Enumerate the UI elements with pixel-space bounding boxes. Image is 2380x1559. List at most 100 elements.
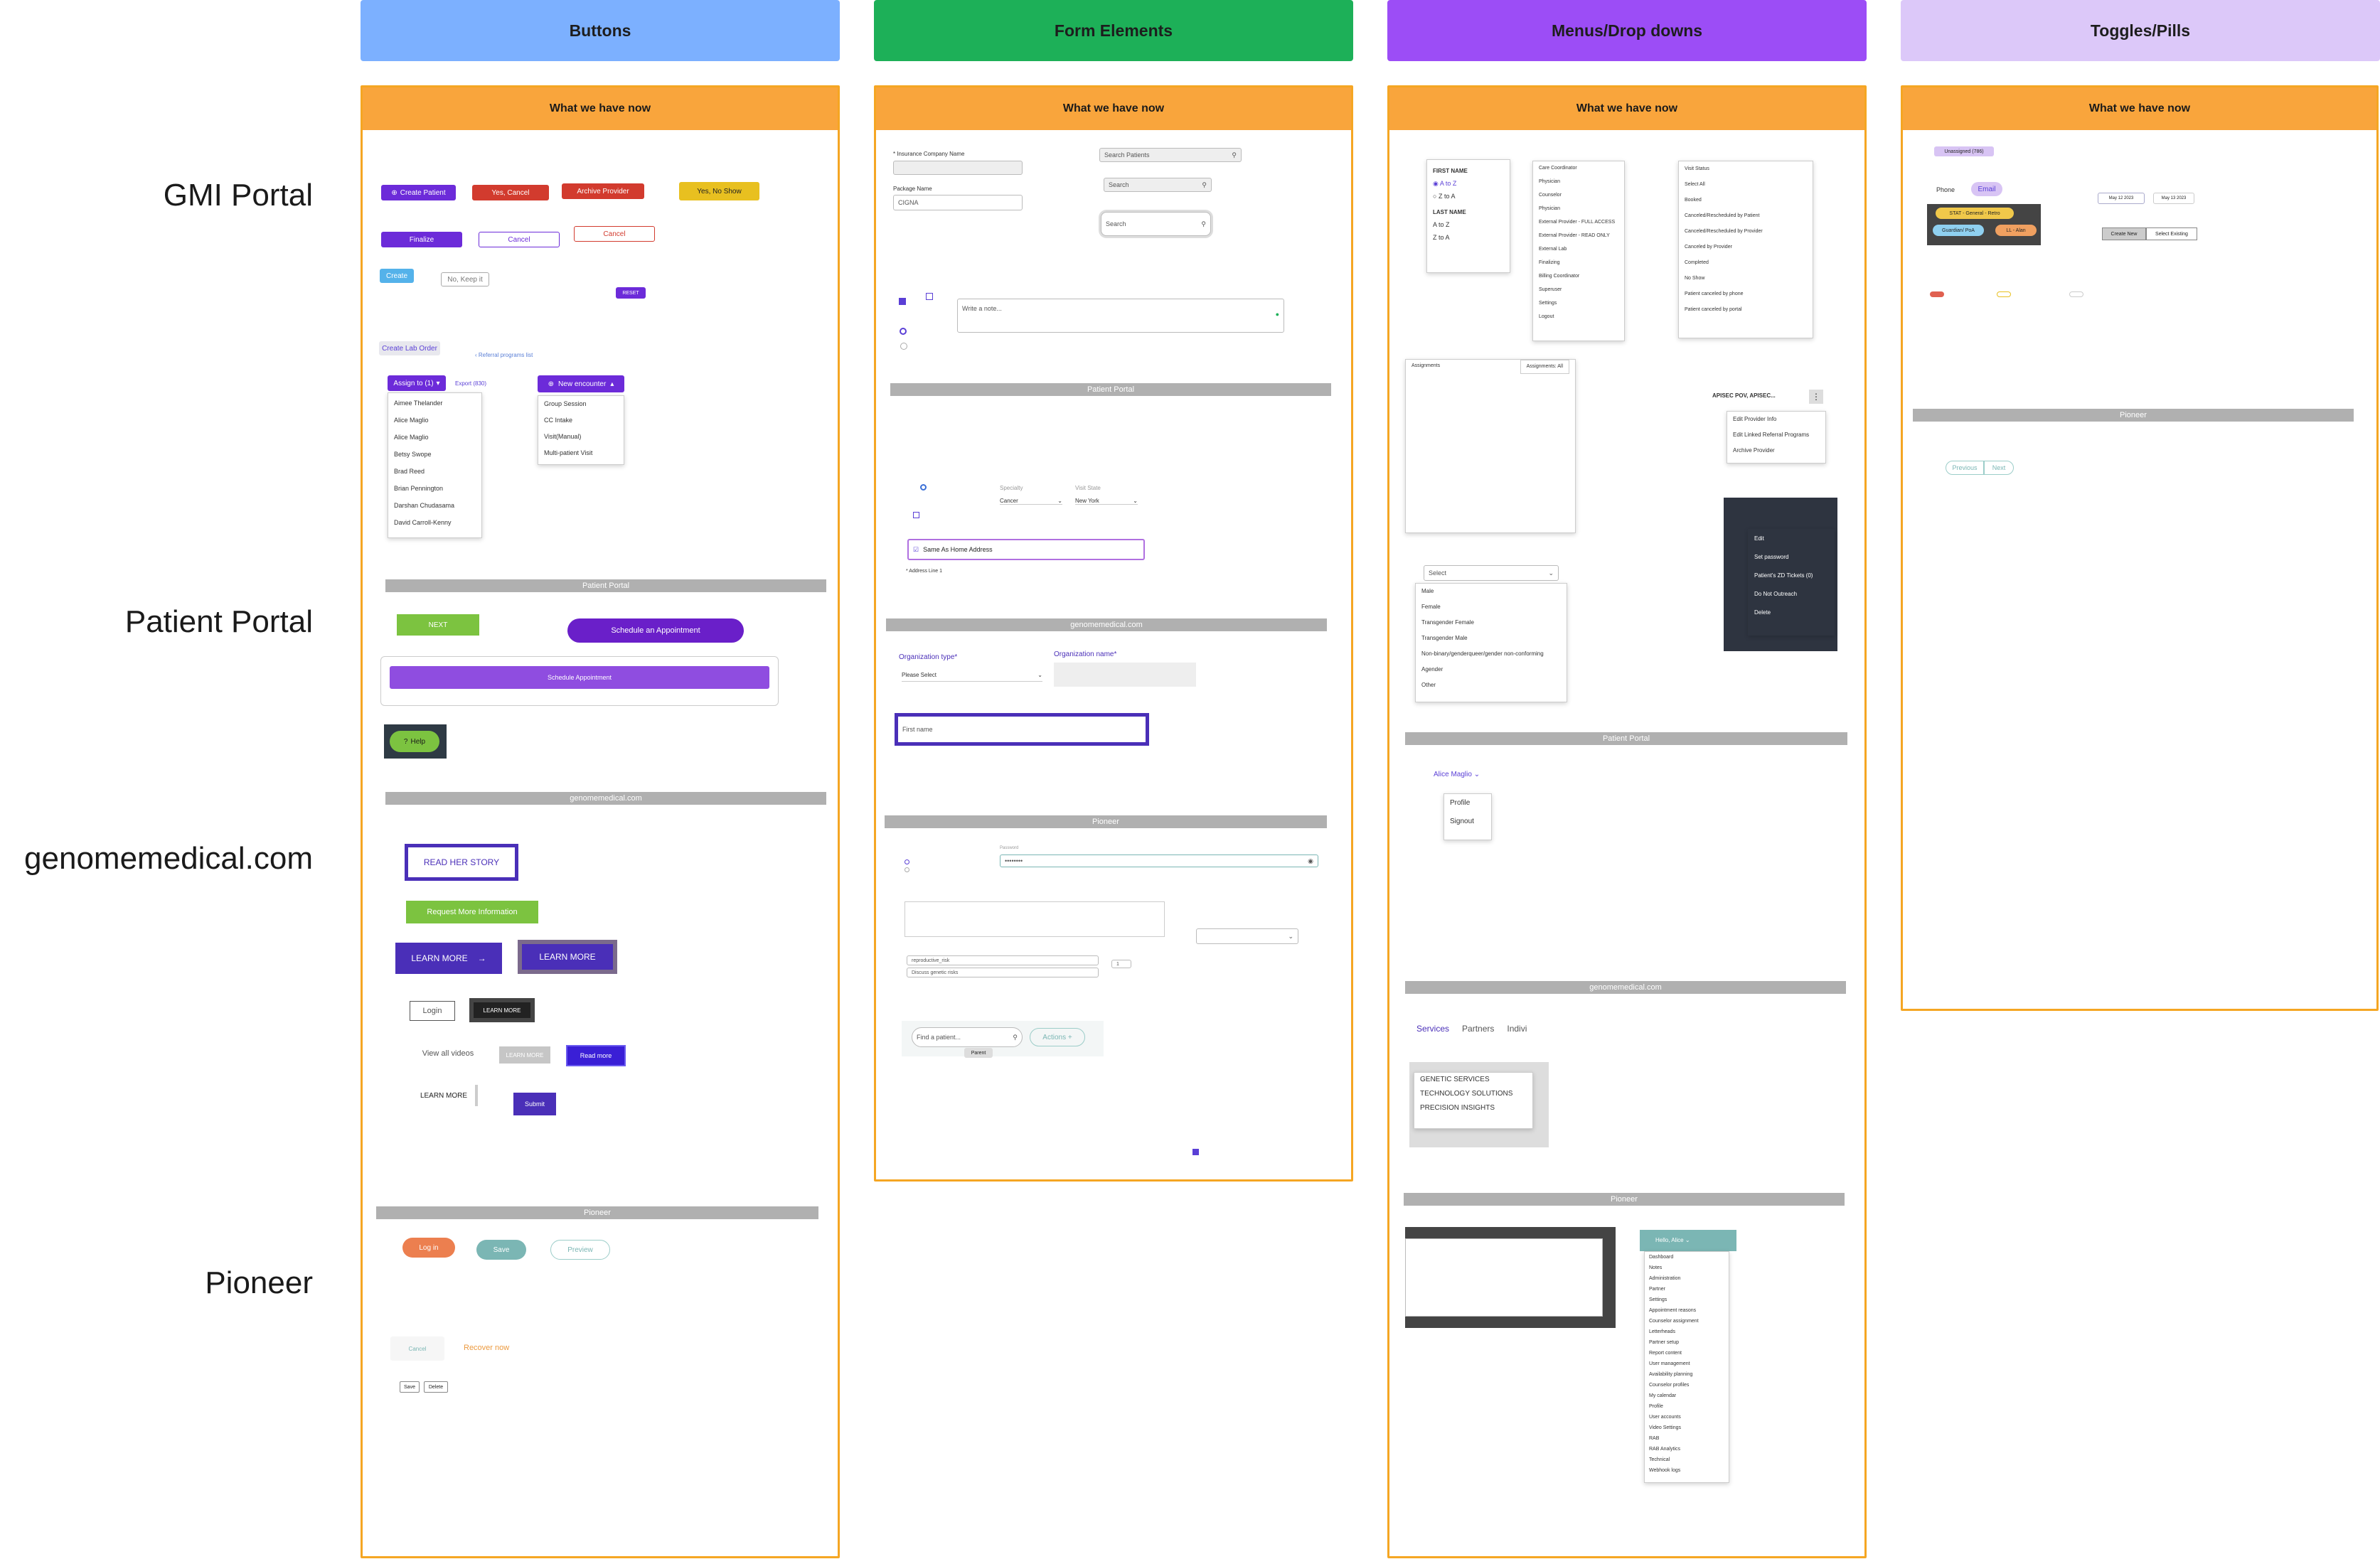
dark-menu-item[interactable]: Patient's ZD Tickets (0) <box>1754 572 1813 579</box>
search-input-2[interactable]: Search⚲ <box>1104 178 1212 192</box>
visit-status-item[interactable]: Patient canceled by phone <box>1685 291 1744 296</box>
pioneer-nav-item[interactable]: Settings <box>1649 1297 1667 1302</box>
package-input[interactable]: CIGNA <box>893 195 1023 210</box>
gender-menu-item[interactable]: Agender <box>1421 666 1444 673</box>
note-textarea[interactable]: Write a note...● <box>957 299 1284 333</box>
genome-nav-item[interactable]: Partners <box>1462 1024 1495 1034</box>
pioneer-select-menu[interactable] <box>1405 1238 1603 1317</box>
ll-alan-pill[interactable]: LL - Alan <box>1995 225 2037 236</box>
view-all-videos-button[interactable]: View all videos <box>422 1049 474 1058</box>
cancel-button[interactable]: Cancel <box>479 232 560 247</box>
checkbox-checked[interactable] <box>899 298 906 305</box>
gender-menu-item[interactable]: Male <box>1421 588 1434 594</box>
pioneer-save2-button[interactable]: Save <box>400 1381 420 1393</box>
reset-button[interactable]: RESET <box>616 287 646 299</box>
specialty-select[interactable]: Cancer⌄ <box>1000 498 1062 505</box>
pioneer-nav-item[interactable]: User accounts <box>1649 1415 1681 1420</box>
dark-menu-item[interactable]: Set password <box>1754 554 1789 560</box>
pioneer-login-button[interactable]: Log in <box>402 1238 455 1258</box>
pioneer-nav-item[interactable]: Technical <box>1649 1457 1670 1462</box>
role-menu-item[interactable]: External Provider - READ ONLY <box>1539 233 1610 238</box>
role-menu-item[interactable]: Billing Coordinator <box>1539 274 1580 279</box>
dark-menu-item[interactable]: Delete <box>1754 609 1771 616</box>
role-menu-item[interactable]: Superuser <box>1539 287 1562 292</box>
visit-status-item[interactable]: Canceled/Rescheduled by Provider <box>1685 229 1763 234</box>
encounter-menu-item[interactable]: CC Intake <box>544 417 573 424</box>
radio-selected[interactable] <box>900 328 907 335</box>
qty-input[interactable]: 1 <box>1111 960 1131 968</box>
provider-menu-item[interactable]: Edit Provider Info <box>1733 416 1777 422</box>
visit-status-item[interactable]: Canceled/Rescheduled by Patient <box>1685 213 1760 218</box>
read-more-button[interactable]: Read more <box>566 1045 626 1066</box>
submit-button[interactable]: Submit <box>513 1093 556 1115</box>
pioneer-nav-item[interactable]: Report content <box>1649 1351 1682 1356</box>
no-keep-button[interactable]: No, Keep it <box>441 272 489 286</box>
assign-menu-item[interactable]: Alice Maglio <box>394 417 429 424</box>
cancel-button-red[interactable]: Cancel <box>574 226 655 242</box>
visit-status-item[interactable]: Booked <box>1685 198 1702 203</box>
gender-menu-item[interactable]: Other <box>1421 682 1436 688</box>
assignments-filter[interactable]: Assignments: All <box>1520 360 1569 374</box>
finalize-button[interactable]: Finalize <box>381 232 462 247</box>
genome-nav-item[interactable]: Indivi <box>1507 1024 1527 1034</box>
search-input-3[interactable]: Search⚲ <box>1101 212 1211 236</box>
visit-state-select[interactable]: New York⌄ <box>1075 498 1138 505</box>
dark-menu-item[interactable]: Edit <box>1754 535 1764 542</box>
role-menu-item[interactable]: Physician <box>1539 206 1560 211</box>
pioneer-nav-item[interactable]: Webhook logs <box>1649 1468 1681 1473</box>
dark-menu-item[interactable]: Do Not Outreach <box>1754 591 1798 597</box>
archive-provider-button[interactable]: Archive Provider <box>562 183 644 199</box>
visit-status-item[interactable]: Completed <box>1685 260 1709 265</box>
assign-menu-item[interactable]: David Carroll-Kenny <box>394 519 452 526</box>
encounter-menu-item[interactable]: Group Session <box>544 400 587 407</box>
search-patients-input[interactable]: Search Patients⚲ <box>1099 148 1242 162</box>
select-dropdown[interactable]: Select⌄ <box>1424 565 1559 581</box>
visit-status-item[interactable]: Canceled by Provider <box>1685 245 1732 250</box>
genome-menu-item[interactable]: PRECISION INSIGHTS <box>1420 1104 1495 1112</box>
pioneer-nav-item[interactable]: Profile <box>1649 1404 1663 1409</box>
guardian-pill[interactable]: Guardian/ PoA <box>1933 225 1984 236</box>
gender-menu-item[interactable]: Non-binary/genderqueer/gender non-confor… <box>1421 650 1544 657</box>
provider-menu-item[interactable]: Archive Provider <box>1733 447 1775 454</box>
user-menu-item[interactable]: Signout <box>1450 818 1474 825</box>
role-menu-item[interactable]: Counselor <box>1539 193 1562 198</box>
org-name-input[interactable] <box>1054 663 1196 687</box>
provider-menu-item[interactable]: Edit Linked Referral Programs <box>1733 432 1810 438</box>
gender-menu-item[interactable]: Female <box>1421 604 1441 610</box>
insurance-input[interactable] <box>893 161 1023 175</box>
pioneer-nav-item[interactable]: Availability planning <box>1649 1372 1693 1377</box>
genome-nav-item[interactable]: Services <box>1416 1024 1450 1034</box>
radio-patient[interactable] <box>920 484 927 491</box>
user-menu-trigger[interactable]: Alice Maglio ⌄ <box>1434 771 1480 778</box>
role-menu-item[interactable]: Finalizing <box>1539 260 1560 265</box>
first-name-input[interactable]: First name <box>895 713 1149 746</box>
role-menu-item[interactable]: Logout <box>1539 314 1554 319</box>
checkbox-patient[interactable] <box>913 512 919 518</box>
visit-status-item[interactable]: Select All <box>1685 182 1705 187</box>
referral-programs-link[interactable]: ‹ Referral programs list <box>475 352 533 358</box>
pioneer-nav-item[interactable]: Partner setup <box>1649 1340 1680 1345</box>
learn-more-button-1[interactable]: LEARN MORE→ <box>395 943 502 974</box>
org-type-select[interactable]: Please Select⌄ <box>902 670 1042 682</box>
pioneer-nav-item[interactable]: RAB Analytics <box>1649 1447 1680 1452</box>
gender-menu-item[interactable]: Transgender Female <box>1421 619 1474 626</box>
sort-z-a[interactable]: ○ Z to A <box>1433 190 1504 203</box>
learn-more-button-2[interactable]: LEARN MORE <box>518 940 617 974</box>
create-button[interactable]: Create <box>380 269 414 283</box>
password-input[interactable]: ••••••••◉ <box>1000 854 1318 867</box>
create-patient-button[interactable]: ⊕Create Patient <box>381 185 456 200</box>
pioneer-radio-1[interactable] <box>904 859 909 864</box>
schedule-appointment-button[interactable]: Schedule an Appointment <box>567 618 744 643</box>
kebab-menu-button[interactable]: ⋮ <box>1809 390 1823 404</box>
pioneer-nav-item[interactable]: Administration <box>1649 1276 1681 1281</box>
genome-menu-item[interactable]: TECHNOLOGY SOLUTIONS <box>1420 1090 1513 1098</box>
actions-button[interactable]: Actions + <box>1030 1028 1085 1046</box>
pioneer-nav-item[interactable]: Notes <box>1649 1265 1663 1270</box>
help-button[interactable]: ?Help <box>390 731 439 752</box>
checkbox-outline[interactable] <box>926 293 933 300</box>
encounter-menu-item[interactable]: Multi-patient Visit <box>544 449 593 456</box>
assign-menu-item[interactable]: Brian Pennington <box>394 485 444 492</box>
role-menu-item[interactable]: Care Coordinator <box>1539 166 1577 171</box>
learn-more-button-3[interactable]: LEARN MORE <box>469 998 535 1022</box>
pioneer-nav-item[interactable]: Counselor profiles <box>1649 1383 1690 1388</box>
